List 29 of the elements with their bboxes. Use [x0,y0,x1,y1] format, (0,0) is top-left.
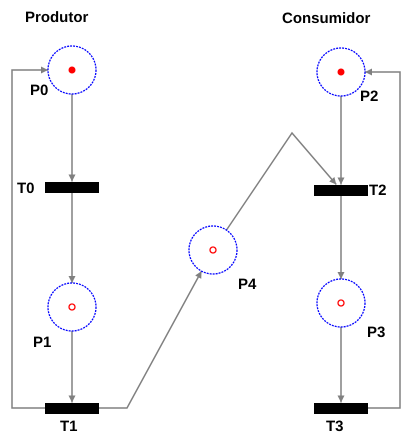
transition-label: T1 [60,418,78,435]
arrow [11,66,48,409]
transition-bar [45,402,99,414]
arrow [68,94,76,182]
place-circle [316,278,366,328]
arrow [99,270,202,409]
arrow [365,68,401,409]
place-label: P1 [33,334,52,351]
place-circle [47,45,97,95]
transition-bar [314,402,368,414]
transition-label: T2 [369,182,387,199]
transition-bar [45,182,99,192]
place-label: P4 [238,276,256,293]
place-label: P3 [367,324,386,341]
arrow [68,331,76,402]
arrow [338,96,344,184]
place-circle [47,282,97,332]
place-label: P2 [360,88,378,105]
transition-label: T0 [17,180,35,197]
producer-heading: Produtor [25,9,88,26]
arrow [338,196,344,279]
transition-label: T3 [326,418,344,435]
arrow [226,132,337,231]
transition-bar [314,184,368,196]
place-circle [188,225,238,275]
consumer-heading: Consumidor [282,10,370,27]
arrow [68,192,76,283]
arrow [338,327,344,402]
place-label: P0 [30,82,48,99]
